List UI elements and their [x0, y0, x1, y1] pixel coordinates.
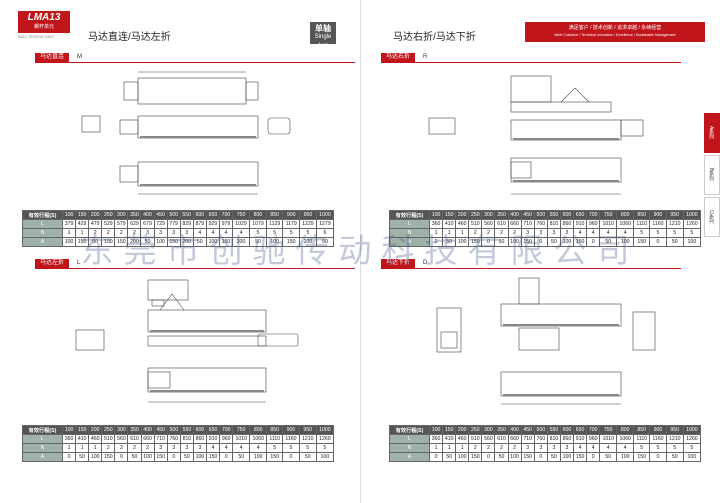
drawing-left-fold	[75, 279, 299, 403]
tab-a-series[interactable]: A系列	[704, 113, 720, 153]
tab-c-series[interactable]: C系列	[704, 197, 720, 237]
right-page: 马达右折/马达下折 满足客户 / 技术创新 / 追求卓越 / 永续经营 Meet…	[360, 0, 720, 503]
drawing-direct	[81, 71, 291, 195]
series-side-tabs: A系列 B系列 C系列	[704, 113, 720, 239]
drawing-down-fold	[436, 277, 656, 405]
tab-b-series[interactable]: B系列	[704, 155, 720, 195]
left-page-title: 马达直连/马达左折	[88, 32, 171, 43]
brand-subtitle: BALL SCREW UNIT	[18, 34, 55, 39]
brand-logo: LMA13 螺杆单元	[18, 11, 70, 33]
right-page-title: 马达右折/马达下折	[393, 32, 476, 43]
drawing-right-fold	[428, 75, 644, 195]
slogan-banner: 满足客户 / 技术创新 / 追求卓越 / 永续经营 Meet Customer …	[525, 22, 705, 42]
